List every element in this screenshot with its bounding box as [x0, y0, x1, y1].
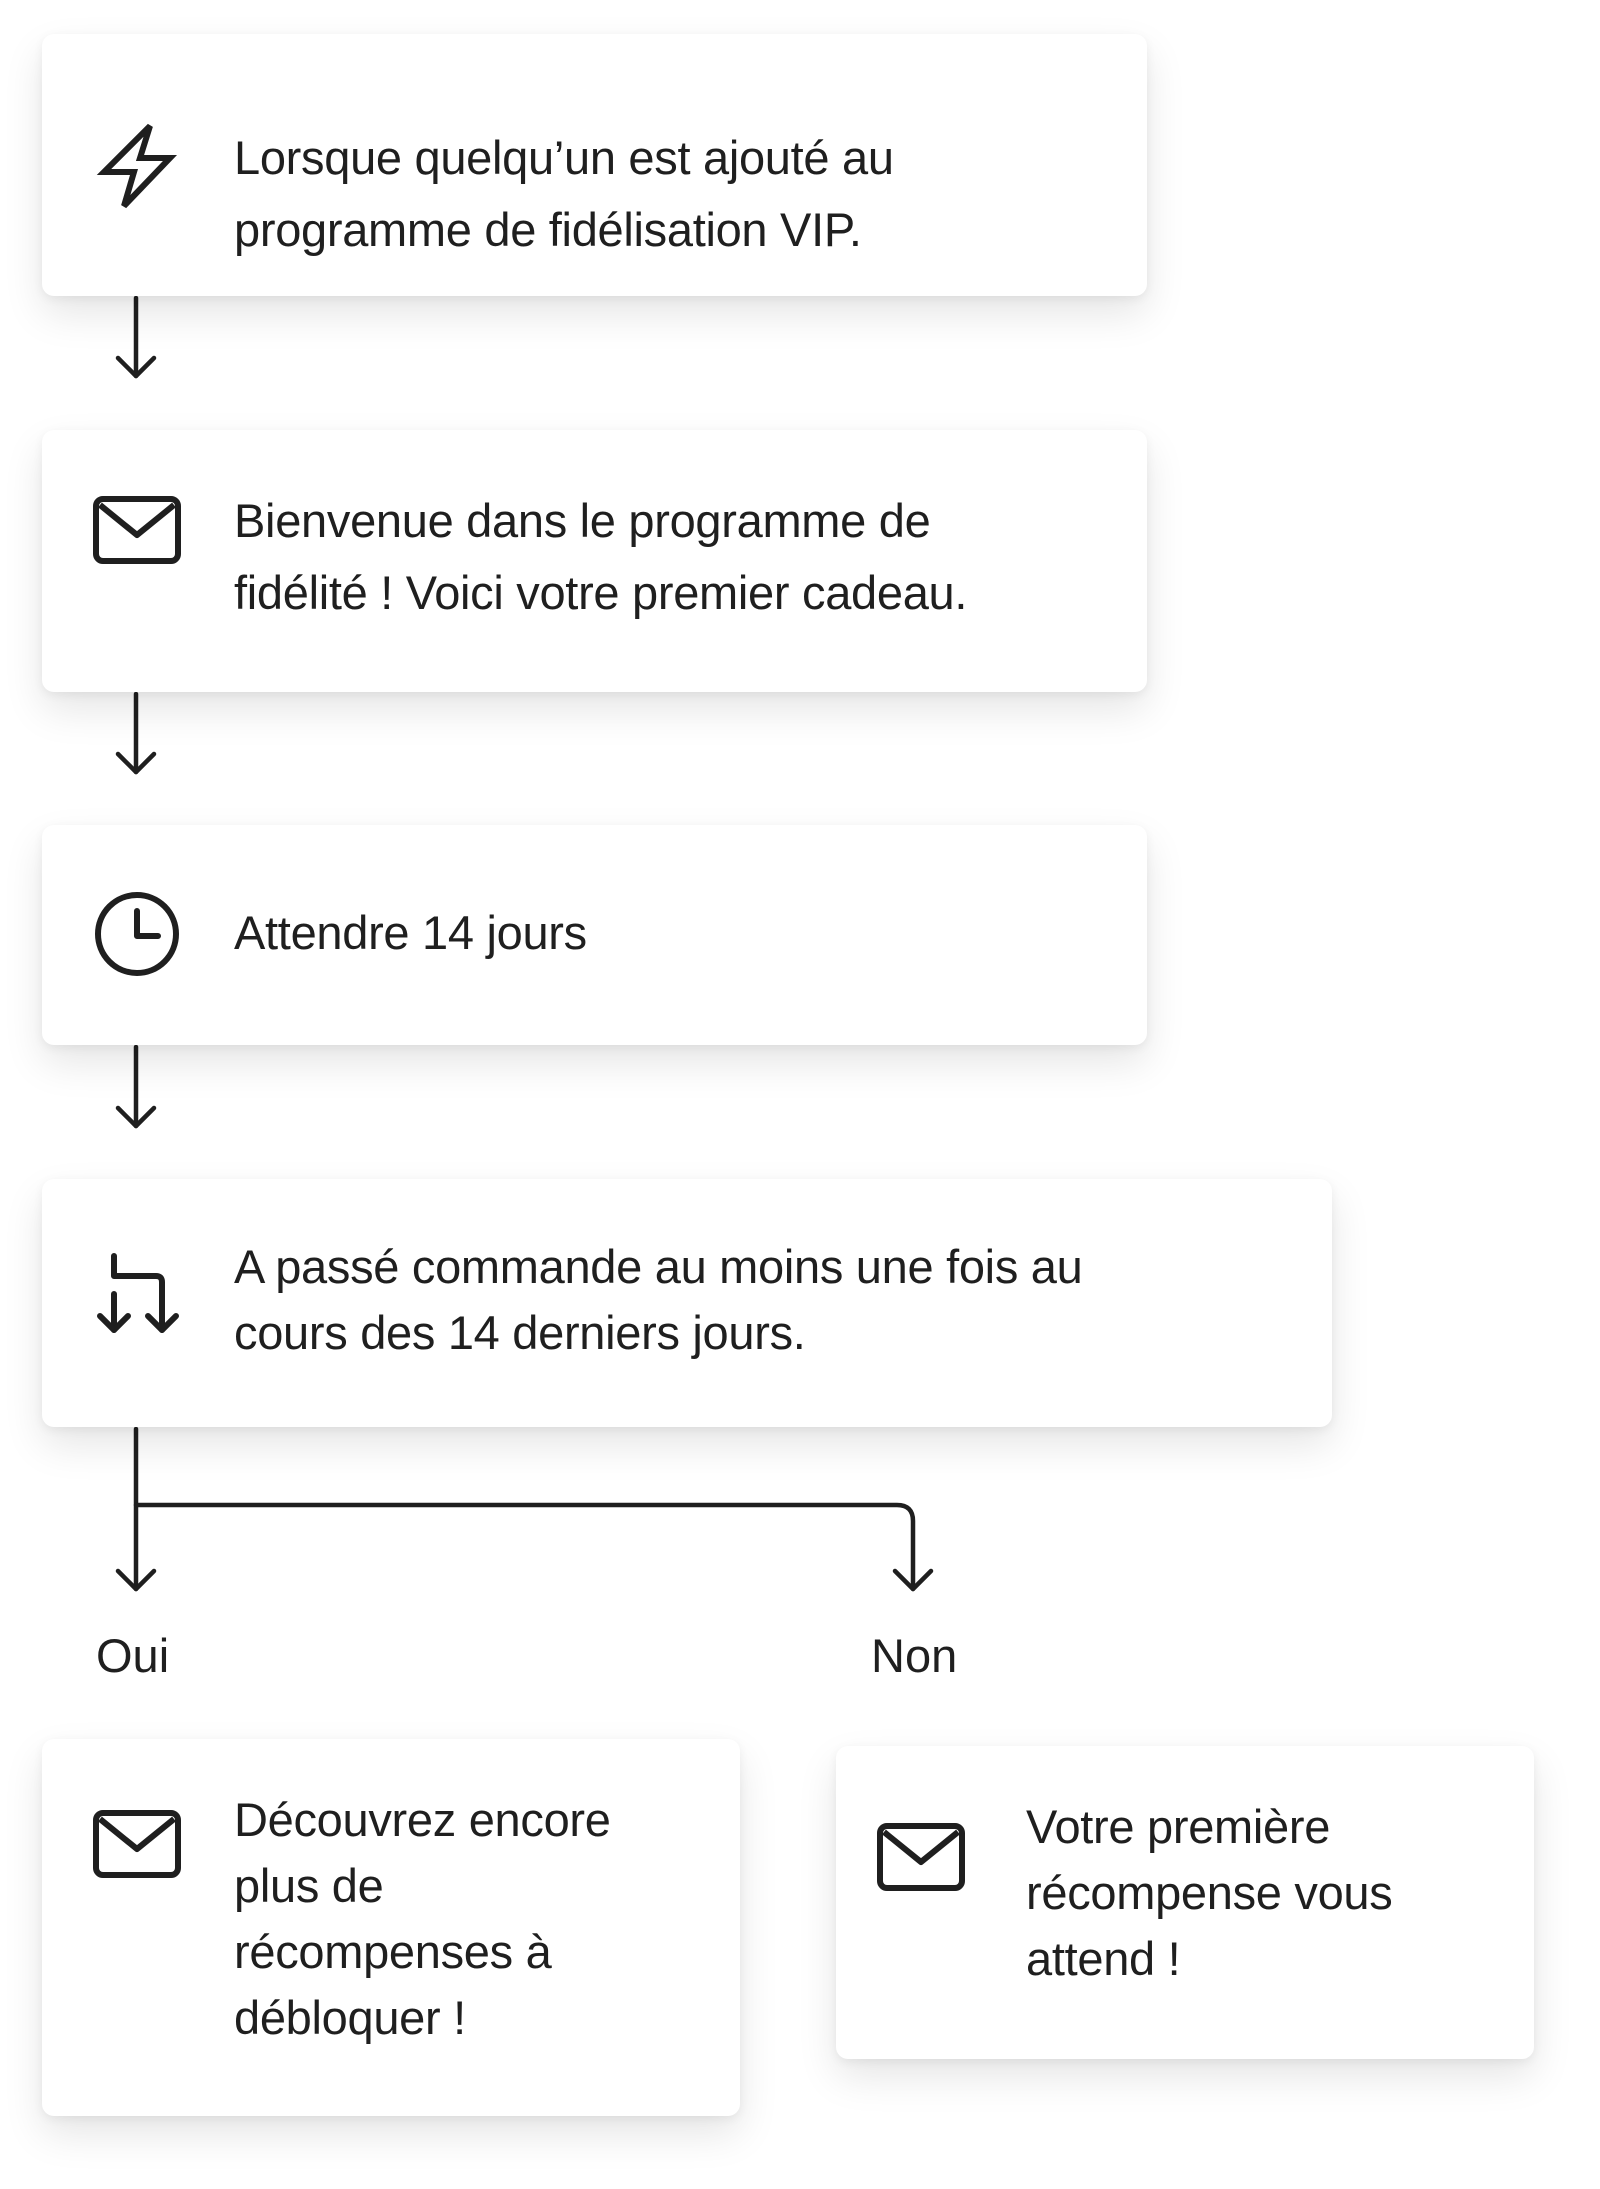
condition-card[interactable]: A passé commande au moins une fois au co… [42, 1179, 1332, 1427]
arrow-down-1 [115, 295, 157, 379]
trigger-text: Lorsque quelqu’un est ajouté au programm… [234, 131, 894, 256]
wait-text: Attendre 14 jours [234, 906, 587, 959]
arrow-branch-yes [115, 1426, 157, 1592]
welcome-email-text: Bienvenue dans le programme de fidélité … [234, 494, 968, 619]
yes-email-text: Découvrez encore plus de récompenses à d… [234, 1793, 611, 2044]
branch-label-yes: Oui [96, 1629, 170, 1682]
split-icon [92, 1250, 182, 1340]
arrow-branch-no [133, 1502, 934, 1592]
yes-email-card[interactable]: Découvrez encore plus de récompenses à d… [42, 1739, 740, 2116]
arrow-down-2 [115, 691, 157, 775]
no-email-card[interactable]: Votre première récompense vous attend ! [836, 1746, 1534, 2059]
condition-text: A passé commande au moins une fois au co… [234, 1240, 1083, 1359]
lightning-icon [92, 120, 182, 210]
trigger-card[interactable]: Lorsque quelqu’un est ajouté au programm… [42, 34, 1147, 296]
envelope-icon [876, 1812, 966, 1902]
branch-label-no: Non [871, 1629, 958, 1682]
envelope-icon [92, 485, 182, 575]
arrow-down-3 [115, 1044, 157, 1129]
envelope-icon [92, 1799, 182, 1889]
welcome-email-card[interactable]: Bienvenue dans le programme de fidélité … [42, 430, 1147, 692]
clock-icon [92, 889, 182, 979]
wait-card[interactable]: Attendre 14 jours [42, 825, 1147, 1045]
no-email-text: Votre première récompense vous attend ! [1026, 1800, 1393, 1985]
